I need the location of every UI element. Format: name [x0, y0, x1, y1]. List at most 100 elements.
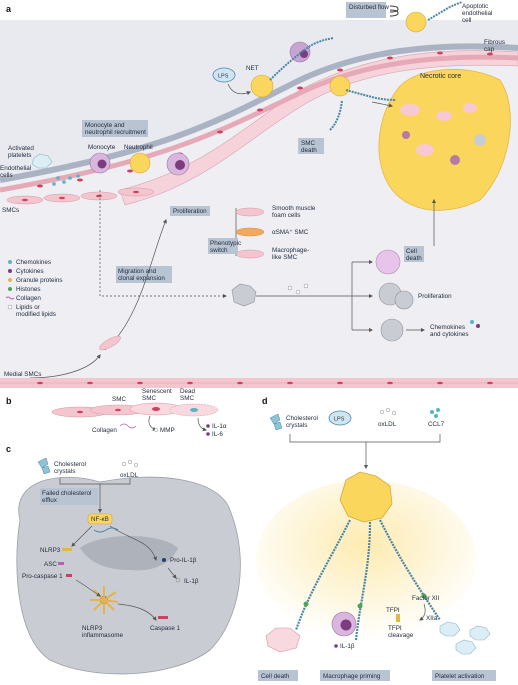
proliferation-box-label: Proliferation	[173, 208, 207, 215]
d-net-strand-right	[379, 519, 441, 621]
legend-histones: Histones	[16, 286, 41, 293]
fibrous-cap-band	[119, 50, 518, 206]
legend-granule: Granule proteins	[16, 277, 63, 284]
c-inflammasome-label-2: inflammasome	[82, 632, 123, 639]
net-neutrophil	[250, 74, 274, 98]
recruitment-box	[82, 120, 148, 137]
b-smc-row	[51, 402, 219, 418]
c-nlrp3-label: NLRP3	[40, 547, 61, 554]
b-dead-label-1: Dead	[180, 388, 196, 395]
foam-cells-label-1: Smooth muscle	[272, 205, 316, 212]
b-senescent-label-1: Senescent	[142, 388, 172, 395]
migration-label-1: Migration and	[118, 268, 157, 275]
activated-platelets-label-2: platelets	[8, 152, 31, 159]
flow-arrow-icon	[389, 5, 399, 17]
b-mmp-arrow	[148, 415, 157, 431]
c-nfkb-label: NF-κB	[91, 516, 109, 523]
legend: Chemokines Cytokines Granule proteins Hi…	[5, 259, 63, 318]
panel-c-letter: c	[6, 444, 11, 454]
medial-to-migration-arrow	[29, 354, 101, 379]
c-oxldl-icon	[121, 459, 139, 468]
panel-a-letter: a	[6, 4, 12, 14]
c-to-inflammasome-arrow	[75, 579, 101, 597]
endothelial-cells-label-2: cells	[0, 172, 13, 179]
d-cholesterol-label-1: Cholesterol	[286, 415, 318, 422]
migration-label-2: clonal expansion	[118, 275, 165, 282]
d-inputs-arrow	[289, 434, 441, 468]
lipid-dots	[287, 283, 309, 295]
fibrous-cap-label-2: cap	[484, 46, 495, 53]
macrophage-center	[231, 283, 257, 307]
d-glow	[256, 480, 476, 640]
d-oxldl-label: oxLDL	[378, 421, 397, 428]
c-asc-label: ASC	[44, 561, 57, 568]
maclike-smc-label-2: like SMC	[272, 254, 298, 261]
c-proil1b-dot	[162, 558, 166, 562]
secreting-macrophage	[380, 318, 404, 342]
d-dead-cell	[265, 627, 301, 653]
b-collagen-strand	[119, 423, 137, 429]
apoptotic-cell	[405, 11, 427, 33]
b-dead-label-2: SMC	[180, 395, 194, 402]
c-inflammasome-complex	[90, 586, 119, 614]
legend-lipids-swatch	[7, 304, 13, 310]
d-macrophage-priming-box	[320, 670, 390, 681]
fibrous-cap-label-1: Fibrous	[484, 39, 505, 46]
proliferation-label: Proliferation	[418, 293, 452, 300]
c-cholesterol-label-1: Cholesterol	[54, 461, 86, 468]
apoptotic-ec-label-2: endothelial	[462, 10, 492, 17]
lps-icon	[212, 67, 236, 83]
legend-lipids-1: Lipids or	[16, 304, 40, 311]
d-activated-neutrophil	[339, 471, 393, 523]
cell-death-box	[404, 246, 424, 262]
cell-death-label-1: Cell	[406, 248, 417, 255]
lps-arrow	[227, 83, 251, 96]
c-procaspase-label: Pro-caspase 1	[22, 573, 63, 580]
chemokines-cytokines-label-2: and cytokines	[430, 331, 469, 338]
c-il1b-arrow	[167, 567, 177, 579]
medial-smcs-label: Medial SMCs	[4, 371, 41, 378]
smc-death-label-1: SMC	[301, 140, 315, 147]
d-cholesterol-label-2: crystals	[286, 422, 307, 429]
c-to-caspase-arrow	[117, 603, 157, 621]
d-il1b-label: IL-1β	[340, 643, 355, 650]
d-net-strand-left	[294, 519, 351, 631]
apoptotic-ec-label-1: Apoptotic	[462, 3, 488, 10]
legend-chemokines-swatch	[8, 260, 12, 264]
legend-cytokines: Cytokines	[16, 268, 44, 275]
d-platelet-activation-label: Platelet activation	[435, 673, 485, 680]
chemokines-cytokines-label-1: Chemokines	[430, 324, 465, 331]
c-macrophage-body	[16, 476, 241, 675]
medial-smcs-row	[0, 378, 518, 388]
b-smc-label: SMC	[112, 396, 126, 403]
phenotypic-switch-label-1: Phenotypic	[210, 240, 241, 247]
recruitment-label-1: Monocyte and	[85, 122, 125, 129]
d-xiia-label: XIIa	[426, 615, 438, 622]
necrotic-core-debris	[400, 103, 486, 165]
c-to-proil-arrow	[109, 525, 158, 562]
c-oxldl-label: oxLDL	[120, 472, 139, 479]
recruitment-label-2: neutrophil recruitment	[85, 129, 146, 136]
net-strand-top	[427, 1, 463, 21]
smcs-intima-row	[6, 187, 155, 205]
legend-chemokines: Chemokines	[16, 259, 51, 266]
neutrophil-yellow-right	[329, 75, 351, 97]
neutrophil-label: Neutrophil	[124, 144, 153, 151]
d-cell-death-label: Cell death	[261, 673, 290, 680]
c-inputs-arrow	[59, 478, 131, 512]
activated-platelet	[31, 153, 53, 169]
migration-box	[116, 266, 172, 283]
legend-cytokines-swatch	[8, 269, 12, 273]
d-cell-death-box	[258, 670, 298, 681]
d-ccl7-label: CCL7	[428, 421, 445, 428]
c-proil1b-label: Pro-IL-1β	[170, 557, 197, 564]
c-failed-efflux-label-1: Failed cholesterol	[42, 490, 91, 497]
c-cholesterol-crystals-icon	[37, 457, 51, 475]
disturbed-flow-label: Disturbed flow	[349, 4, 389, 11]
c-to-nlrp3-arrow	[71, 525, 93, 547]
panel-d: d Cholesterol crystals LPS oxLDL CCL7 Fa…	[256, 396, 496, 681]
panel-b: b SMC Senescent SMC Dead SMC Collagen MM…	[6, 388, 227, 438]
d-net-strand-mid	[354, 521, 372, 641]
d-tfpi-cleavage-label-1: TFPI	[388, 625, 402, 632]
